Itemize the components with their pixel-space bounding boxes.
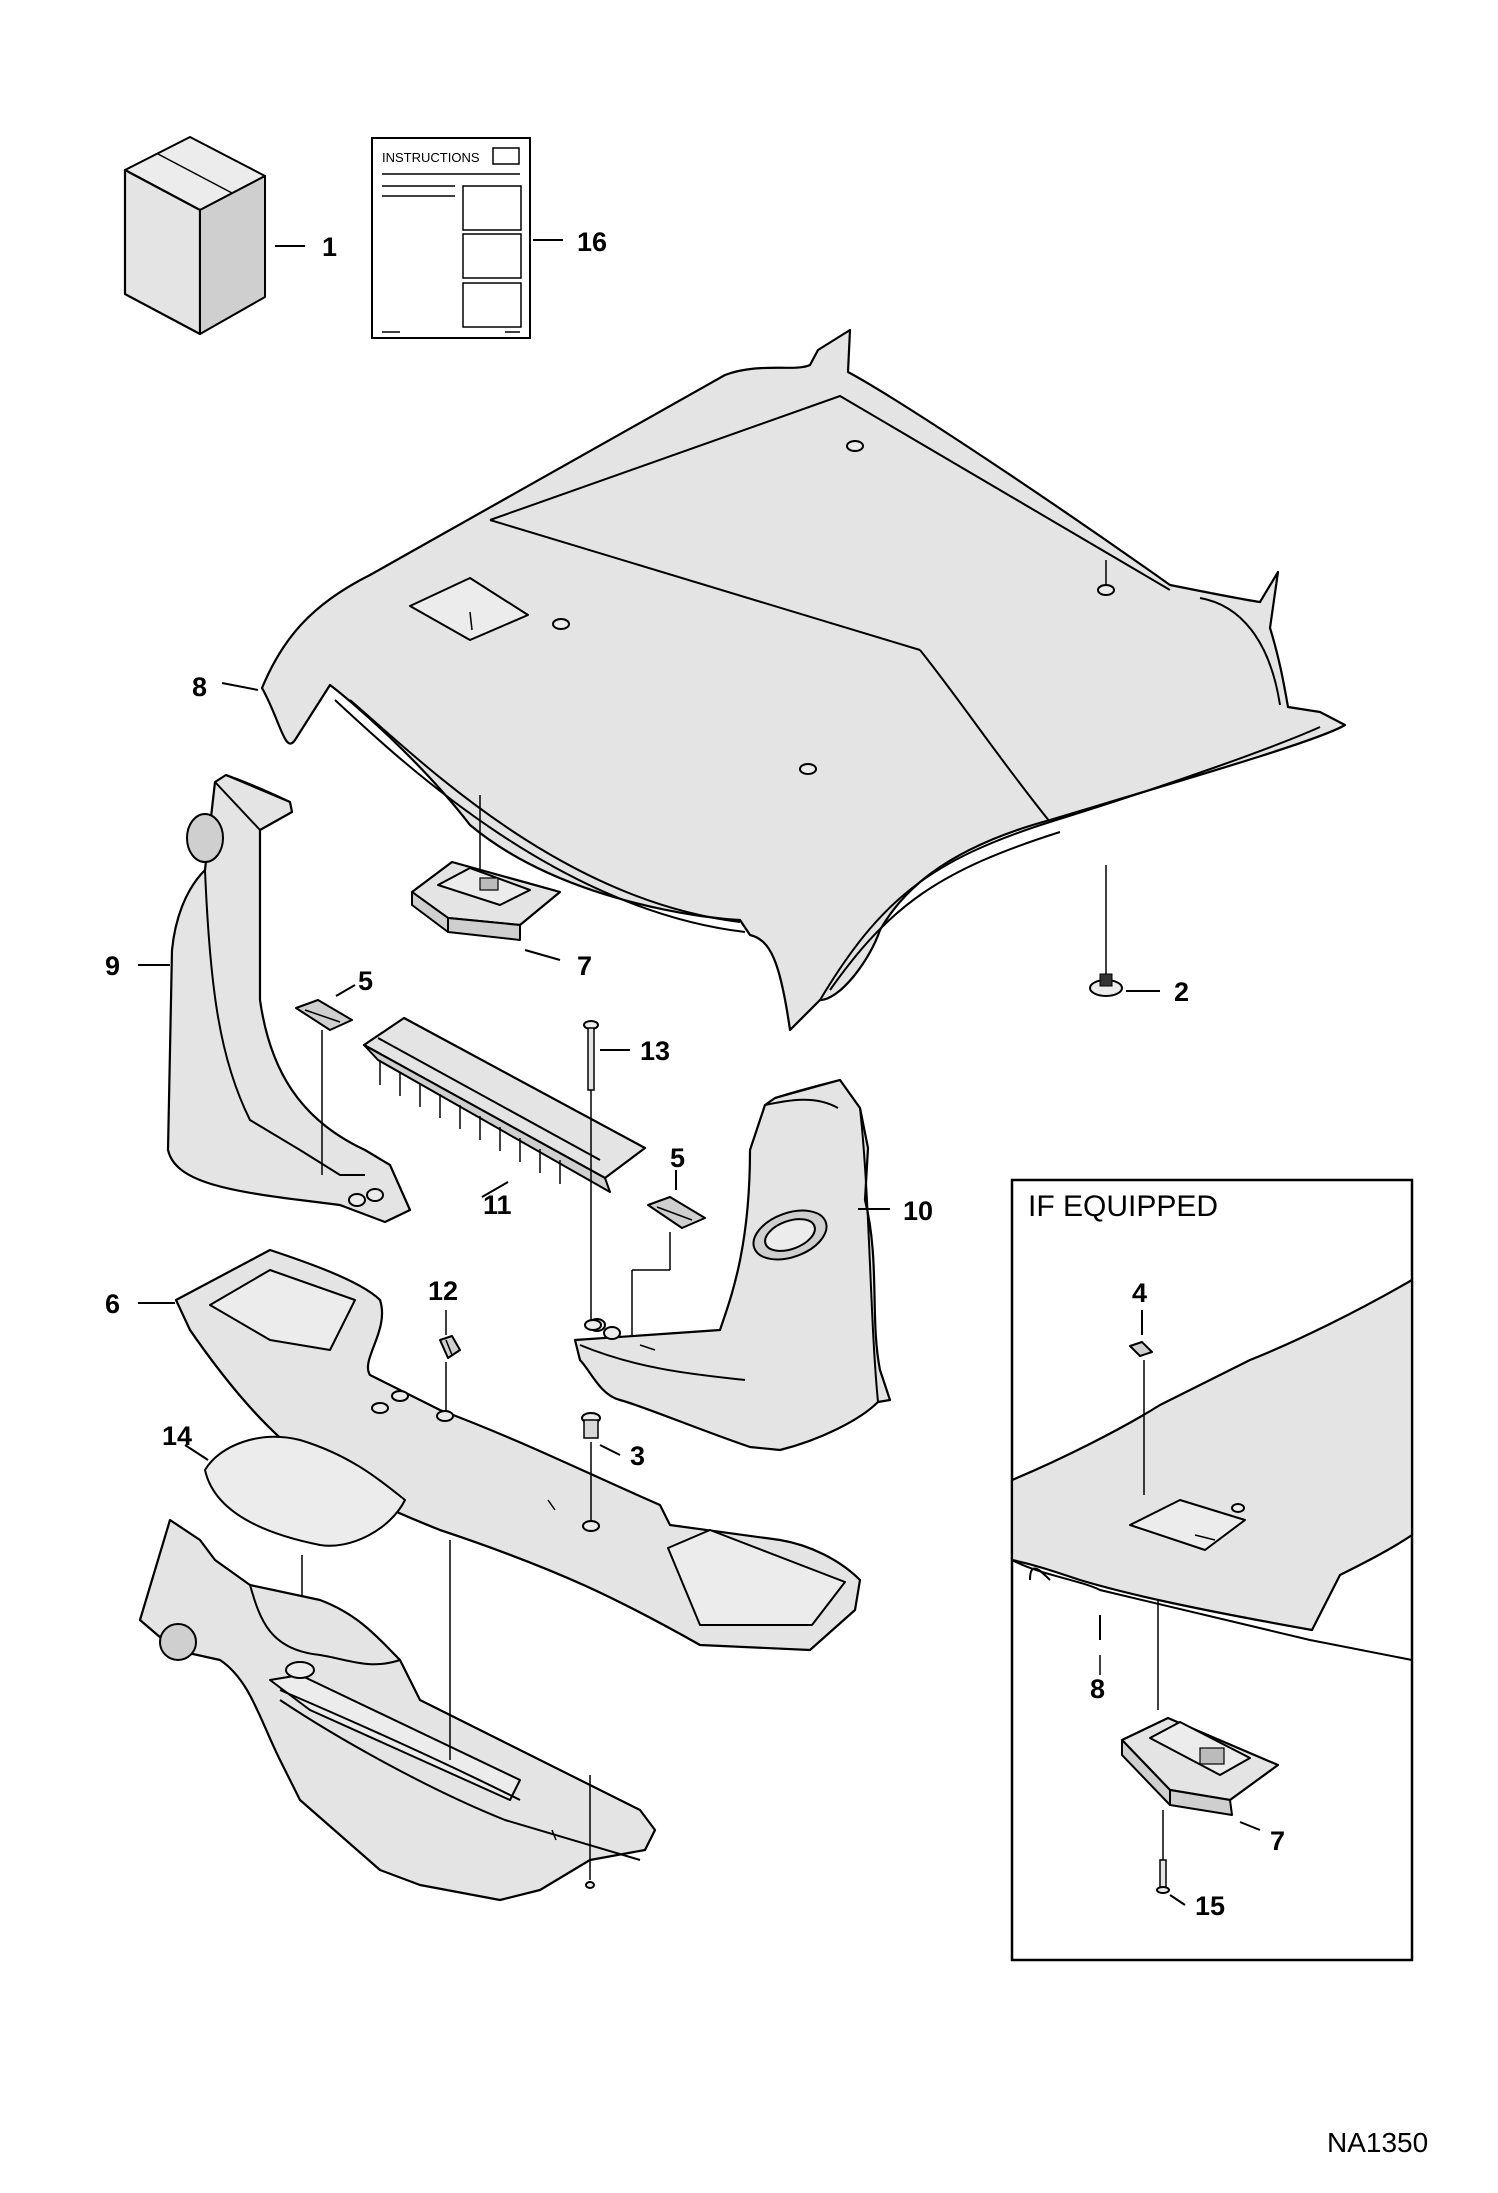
instructions-header: INSTRUCTIONS <box>382 150 480 165</box>
cab-floor-frame <box>138 1518 657 1902</box>
callout-12: 12 <box>428 1276 458 1306</box>
callout-2: 2 <box>1174 977 1189 1007</box>
callout-10: 10 <box>903 1196 933 1226</box>
callout-1: 1 <box>322 232 337 262</box>
callout-3: 3 <box>630 1441 645 1471</box>
part-10-right-pillar-trim <box>573 1078 892 1452</box>
inset-leader-7 <box>1239 1821 1261 1831</box>
part-5-left-clip <box>295 999 353 1031</box>
callout-8: 8 <box>192 672 207 702</box>
inset-callout-7: 7 <box>1270 1826 1285 1856</box>
part-5-right-clip <box>647 1196 706 1229</box>
inset-callout-4: 4 <box>1132 1278 1147 1308</box>
inset-title: IF EQUIPPED <box>1028 1190 1218 1223</box>
leader-14 <box>184 1444 209 1461</box>
inset-callout-8: 8 <box>1090 1674 1105 1704</box>
part-14-pad <box>204 1435 406 1547</box>
document-id: NA1350 <box>1327 2127 1428 2158</box>
part-2-clip <box>1089 973 1123 997</box>
part-11-trim <box>362 1016 647 1193</box>
part-3-fastener <box>581 1412 601 1439</box>
callout-5-left: 5 <box>358 966 373 996</box>
inset-part-4-clip <box>1129 1341 1153 1357</box>
leader-3 <box>599 1444 621 1456</box>
inset-if-equipped: IF EQUIPPED 4 8 7 <box>1010 1178 1414 1962</box>
leader-11 <box>481 1181 509 1198</box>
callout-14: 14 <box>162 1421 192 1451</box>
inset-leader-15 <box>1169 1894 1186 1906</box>
part-12-clip <box>439 1335 461 1359</box>
inset-callout-15: 15 <box>1195 1891 1225 1921</box>
part-6-floor-panel <box>174 1248 862 1652</box>
callout-9: 9 <box>105 951 120 981</box>
inset-part-7-dome-light <box>1120 1716 1280 1816</box>
callout-6: 6 <box>105 1289 120 1319</box>
callout-16: 16 <box>577 227 607 257</box>
callout-7: 7 <box>577 951 592 981</box>
part-8-headliner <box>260 328 1347 1032</box>
leader-5-left <box>335 984 356 997</box>
callout-11: 11 <box>483 1190 512 1220</box>
part-1-box <box>123 136 266 336</box>
part-13-screw <box>583 1020 599 1091</box>
inset-part-15-screw <box>1156 1859 1170 1894</box>
part-9-left-pillar-trim <box>166 773 412 1224</box>
callout-5-right: 5 <box>670 1143 685 1173</box>
leader-7 <box>524 949 561 961</box>
part-16-instructions-sheet: INSTRUCTIONS <box>371 137 531 339</box>
leader-8 <box>221 682 259 691</box>
part-7-dome-light <box>410 860 562 941</box>
callout-13: 13 <box>640 1036 670 1066</box>
